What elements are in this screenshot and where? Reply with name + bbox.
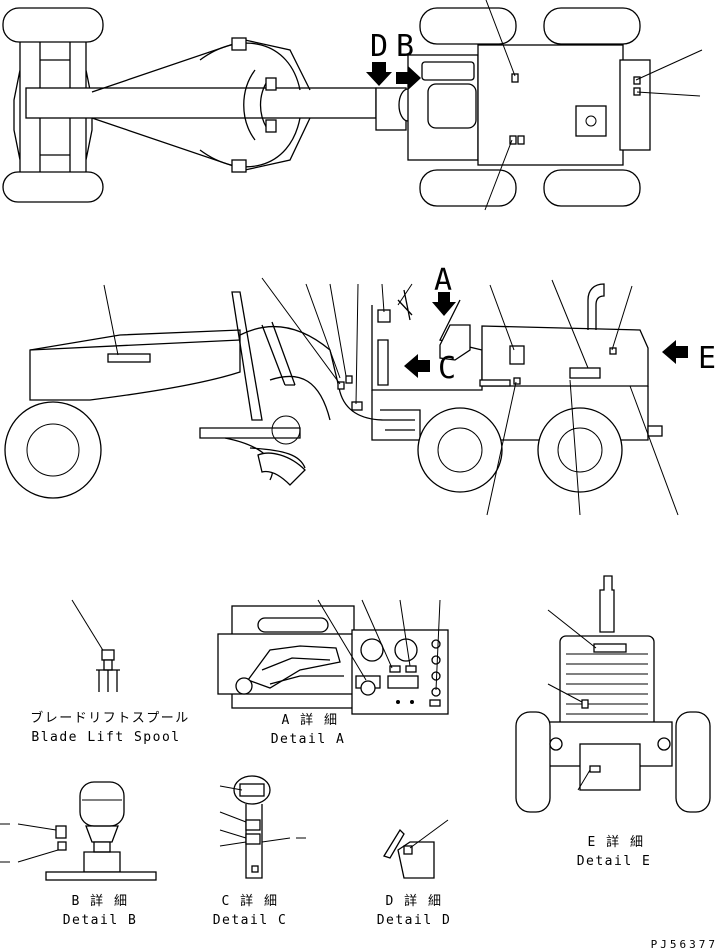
view-letter-e: E: [698, 341, 716, 376]
rear-wheel-right: [675, 711, 711, 813]
blade-lift-spool-detail: [71, 599, 120, 692]
detail-d-lever: [383, 819, 449, 879]
side-rear-wheel-2: [537, 407, 623, 493]
caption-detail-e-jp: E 詳 細: [588, 834, 645, 850]
side-engine-body: [481, 325, 649, 387]
top-front-wheel-right: [2, 171, 104, 203]
view-letter-d: D: [370, 29, 388, 64]
caption-detail-b-jp: B 詳 細: [72, 893, 129, 909]
caption-detail-a-en: Detail A: [271, 732, 346, 747]
reference-number: PJ56377: [651, 938, 718, 951]
caption-detail-c-en: Detail C: [213, 913, 288, 928]
side-frame-decal: [107, 353, 151, 363]
caption-detail-c-jp: C 詳 細: [222, 893, 279, 909]
side-view: [4, 277, 688, 516]
caption-detail-d-en: Detail D: [377, 913, 452, 928]
view-letter-a: A: [434, 263, 452, 298]
detail-a-panel: [217, 599, 449, 715]
top-main-frame: [25, 87, 377, 119]
caption-detail-d-jp: D 詳 細: [386, 893, 443, 909]
view-letter-c: C: [438, 351, 456, 386]
detail-c-column: [219, 775, 306, 879]
side-rear-wheel-1: [417, 407, 503, 493]
caption-detail-e-en: Detail E: [577, 854, 652, 869]
top-engine-hood: [477, 44, 624, 166]
caption-spool-en: Blade Lift Spool: [31, 730, 180, 745]
top-view: [2, 0, 703, 211]
caption-detail-b-en: Detail B: [63, 913, 138, 928]
top-front-wheel-left: [2, 7, 104, 43]
side-front-wheel: [4, 401, 102, 499]
detail-b-beacon: [0, 781, 157, 881]
rear-wheel-left: [515, 711, 551, 813]
detail-e-rear-view: [515, 575, 711, 813]
view-letter-b: B: [396, 29, 414, 64]
caption-spool-jp: ブレードリフトスプール: [30, 710, 190, 726]
caption-detail-a-jp: A 詳 細: [282, 712, 339, 728]
